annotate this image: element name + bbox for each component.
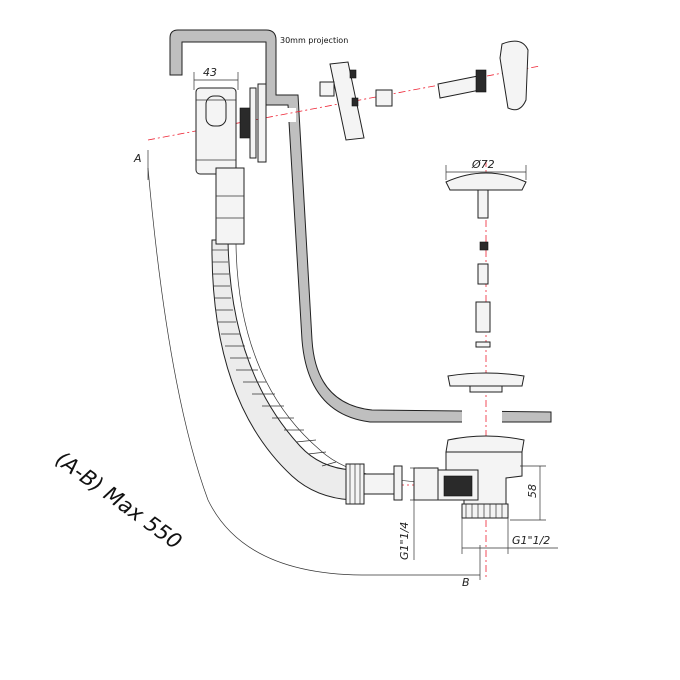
max-length-dimension-arc xyxy=(147,167,480,576)
overflow-cover-plate xyxy=(319,61,365,141)
pop-up-cable xyxy=(235,243,421,483)
thread-left-label: G1"1/4 xyxy=(398,522,411,560)
max-length-label: (A-B) Max 550 xyxy=(51,447,186,554)
point-b-label: B xyxy=(462,576,470,589)
plug-washer xyxy=(475,341,491,348)
overflow-spindle xyxy=(437,69,487,99)
waste-body xyxy=(437,451,523,519)
thread-right-label: G1"1/2 xyxy=(512,534,550,547)
waste-grate xyxy=(447,372,525,393)
dim-72-label: Ø72 xyxy=(471,158,495,171)
overflow-knob xyxy=(499,40,529,111)
bath-wall-profile xyxy=(169,29,552,423)
plug-sleeve xyxy=(475,301,491,333)
dim-58-label: 58 xyxy=(526,484,539,498)
overflow-spacer xyxy=(375,89,393,107)
overflow-head-assembly xyxy=(195,83,267,175)
waste-flange xyxy=(445,435,525,453)
dim-43-label: 43 xyxy=(203,66,217,79)
hose-tail xyxy=(363,473,395,495)
point-a-label: A xyxy=(133,152,142,165)
projection-label: 30mm projection xyxy=(280,36,348,45)
corrugated-hose xyxy=(211,239,353,501)
trap-connector xyxy=(413,467,439,501)
plug-spring xyxy=(477,263,489,285)
bath-wall-gap-top xyxy=(262,108,296,122)
plug-cap xyxy=(445,172,527,219)
washer-ring xyxy=(393,465,403,501)
corrugated-hose-ribs xyxy=(212,249,337,467)
overflow-pipe xyxy=(215,167,245,245)
plug-clip xyxy=(479,241,489,251)
bath-wall-gap-bottom xyxy=(462,408,502,424)
hose-nut xyxy=(345,463,365,505)
